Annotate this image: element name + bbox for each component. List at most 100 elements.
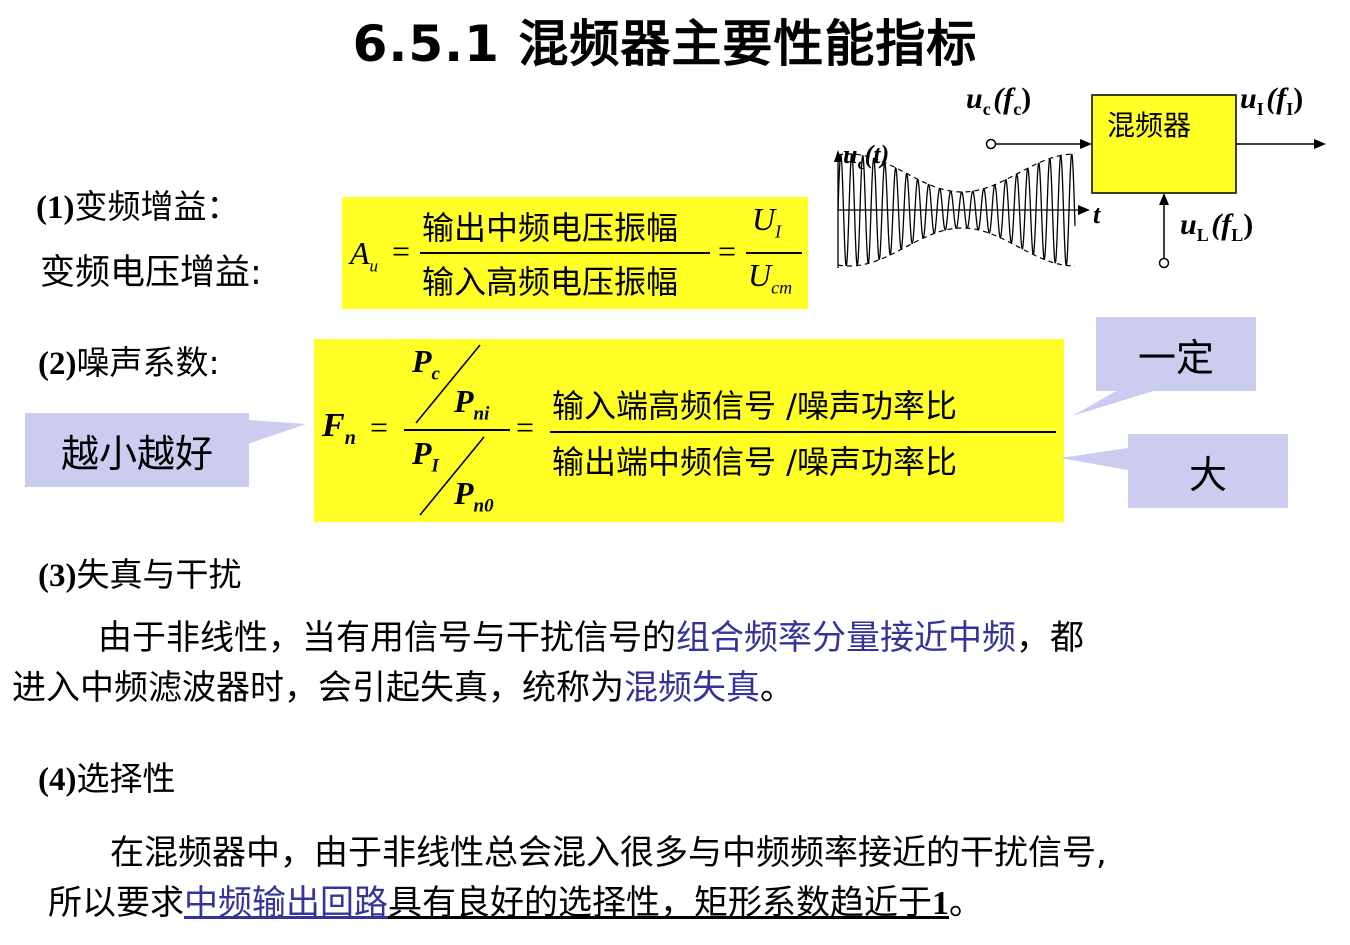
section-number: (3) <box>38 558 77 594</box>
denominator-text: 输出端中频信号 /噪声功率比 <box>552 443 957 481</box>
emphasis-run: 中频输出回路 <box>184 883 388 923</box>
numerator-text: 输入端高频信号 /噪声功率比 <box>552 387 957 425</box>
section1-heading: (1)变频增益： <box>36 180 239 228</box>
paragraph-line: 所以要求中频输出回路具有良好的选择性，矩形系数趋近于1。 <box>48 879 1338 928</box>
underlined-run: 具有良好的选择性，矩形系数趋近于 <box>388 883 932 923</box>
label-fsub: c <box>1013 99 1022 119</box>
section2-heading: (2)噪声系数: <box>38 336 220 384</box>
section-text: 选择性 <box>76 759 176 798</box>
ratio-pi: PI <box>412 435 439 477</box>
mixer-block-text: 混频器 <box>1107 109 1192 142</box>
mixer-block-label: 混频器 <box>1107 104 1191 144</box>
formula-lhs: Fn <box>322 407 356 450</box>
input-signal-label: uc (fc) <box>966 82 1031 120</box>
formula-numerator: 输出中频电压振幅 <box>422 203 678 249</box>
callout-text: 越小越好 <box>60 431 213 476</box>
label-close: ) <box>1293 82 1304 115</box>
input-terminal <box>985 138 997 150</box>
section1-subheading: 变频电压增益: <box>40 244 262 295</box>
formula-eq2: = <box>516 409 534 446</box>
paragraph-line: 由于非线性，当有用信号与干扰信号的组合频率分量接近中频，都 <box>12 614 1332 662</box>
slash-top <box>415 344 481 424</box>
label-sub: c <box>982 99 991 119</box>
callout-constant: 一定 <box>1096 317 1256 391</box>
pc-sub: c <box>431 363 440 385</box>
section-text: 失真与干扰 <box>76 555 242 594</box>
formula-bar <box>420 252 710 254</box>
formula-den2: Ucm <box>748 257 792 298</box>
label-u: u <box>1240 82 1257 115</box>
mixer-block <box>1091 94 1237 194</box>
section4-heading: (4)选择性 <box>38 752 175 800</box>
mixer-block-diagram <box>834 94 1326 269</box>
label-f: (f <box>1266 82 1287 115</box>
pn0-sub: n0 <box>473 495 494 517</box>
section4-paragraph: 在混频器中，由于非线性总会混入很多与中频频率接近的干扰信号, 所以要求中频输出回… <box>48 829 1338 928</box>
text-run: ，都 <box>1016 618 1084 658</box>
label-sub: c <box>857 156 865 174</box>
wave-envelope-top <box>837 153 1075 193</box>
callout-bottom-pointer <box>1060 448 1128 470</box>
section-number: (1) <box>36 190 75 226</box>
eq-sign: = <box>392 233 411 269</box>
noise-figure-formula: Fn = Pc Pni PI Pn0 = 输入端高频信号 /噪声功率比 输出端中… <box>314 339 1064 522</box>
num2-main: U <box>752 201 776 237</box>
pn0-main: P <box>454 475 474 511</box>
pi-sub: I <box>431 455 439 477</box>
callout-left-pointer <box>248 420 306 444</box>
label-close: ) <box>1021 82 1032 115</box>
section3-heading: (3)失真与干扰 <box>38 548 241 596</box>
label-f: (f <box>1211 208 1232 241</box>
label-fsub: I <box>1286 99 1294 119</box>
label-sub: L <box>1196 225 1209 245</box>
lhs-main: A <box>350 235 370 271</box>
label-u: u <box>966 82 983 115</box>
formula-eq1: = <box>370 409 388 446</box>
section3-paragraph: 由于非线性，当有用信号与干扰信号的组合频率分量接近中频，都 进入中频滤波器时，会… <box>12 614 1332 712</box>
formula-denominator: 输出端中频信号 /噪声功率比 <box>552 437 957 483</box>
text-run: 由于非线性，当有用信号与干扰信号的 <box>98 618 676 658</box>
ratio-pni: Pni <box>454 383 489 425</box>
lhs-main: F <box>322 407 345 444</box>
label-t: (t) <box>864 140 890 169</box>
axis-t-text: t <box>1093 200 1101 229</box>
emphasis-run: 混频失真 <box>624 668 760 708</box>
den2-main: U <box>748 257 772 293</box>
lo-arrow <box>1159 193 1169 205</box>
page-title: 6.5.1 混频器主要性能指标 <box>0 4 1330 76</box>
slash-bottom <box>419 436 485 516</box>
pni-sub: ni <box>473 403 490 425</box>
pc-main: P <box>412 343 432 379</box>
callout-top-pointer <box>1072 389 1160 416</box>
ratio-slashes <box>404 344 510 516</box>
paragraph-line: 在混频器中，由于非线性总会混入很多与中频频率接近的干扰信号, <box>48 829 1338 877</box>
denominator-text: 输入高频电压振幅 <box>422 263 679 301</box>
formula-numerator: 输入端高频信号 /噪声功率比 <box>552 381 957 427</box>
callout-large: 大 <box>1128 434 1288 508</box>
pi-main: P <box>412 435 432 471</box>
label-sub: I <box>1256 99 1264 119</box>
page-title-text: 6.5.1 混频器主要性能指标 <box>352 15 978 73</box>
wave-t-arrow <box>1078 205 1090 215</box>
label-u: u <box>843 140 858 169</box>
label-close: ) <box>1243 208 1254 241</box>
eq-sign: = <box>516 409 535 445</box>
section-number: (4) <box>38 762 77 798</box>
formula-denominator: 输入高频电压振幅 <box>422 257 678 303</box>
numerator-text: 输出中频电压振幅 <box>422 209 679 247</box>
subheading-text: 变频电压增益: <box>40 253 262 293</box>
lhs-sub: n <box>344 426 356 449</box>
emphasis-run: 组合频率分量接近中频 <box>676 618 1016 658</box>
section-text: 变频增益： <box>74 187 240 226</box>
formula-bar <box>550 431 1056 433</box>
text-run: 进入中频滤波器时，会引起失真，统称为 <box>12 668 624 708</box>
paragraph-line: 进入中频滤波器时，会引起失真，统称为混频失真。 <box>12 664 1332 712</box>
text-run: 在混频器中，由于非线性总会混入很多与中频频率接近的干扰信号, <box>110 833 1107 873</box>
section-text: 噪声系数: <box>76 343 220 382</box>
text-run: 。 <box>949 883 983 923</box>
formula-num2: UI <box>752 201 781 242</box>
formula-eq2: = <box>718 233 736 270</box>
label-f: (f <box>993 82 1014 115</box>
waveform-label: uc(t) <box>843 140 889 174</box>
conversion-gain-formula: Au = 输出中频电压振幅 输入高频电压振幅 = UI Ucm <box>342 197 808 309</box>
